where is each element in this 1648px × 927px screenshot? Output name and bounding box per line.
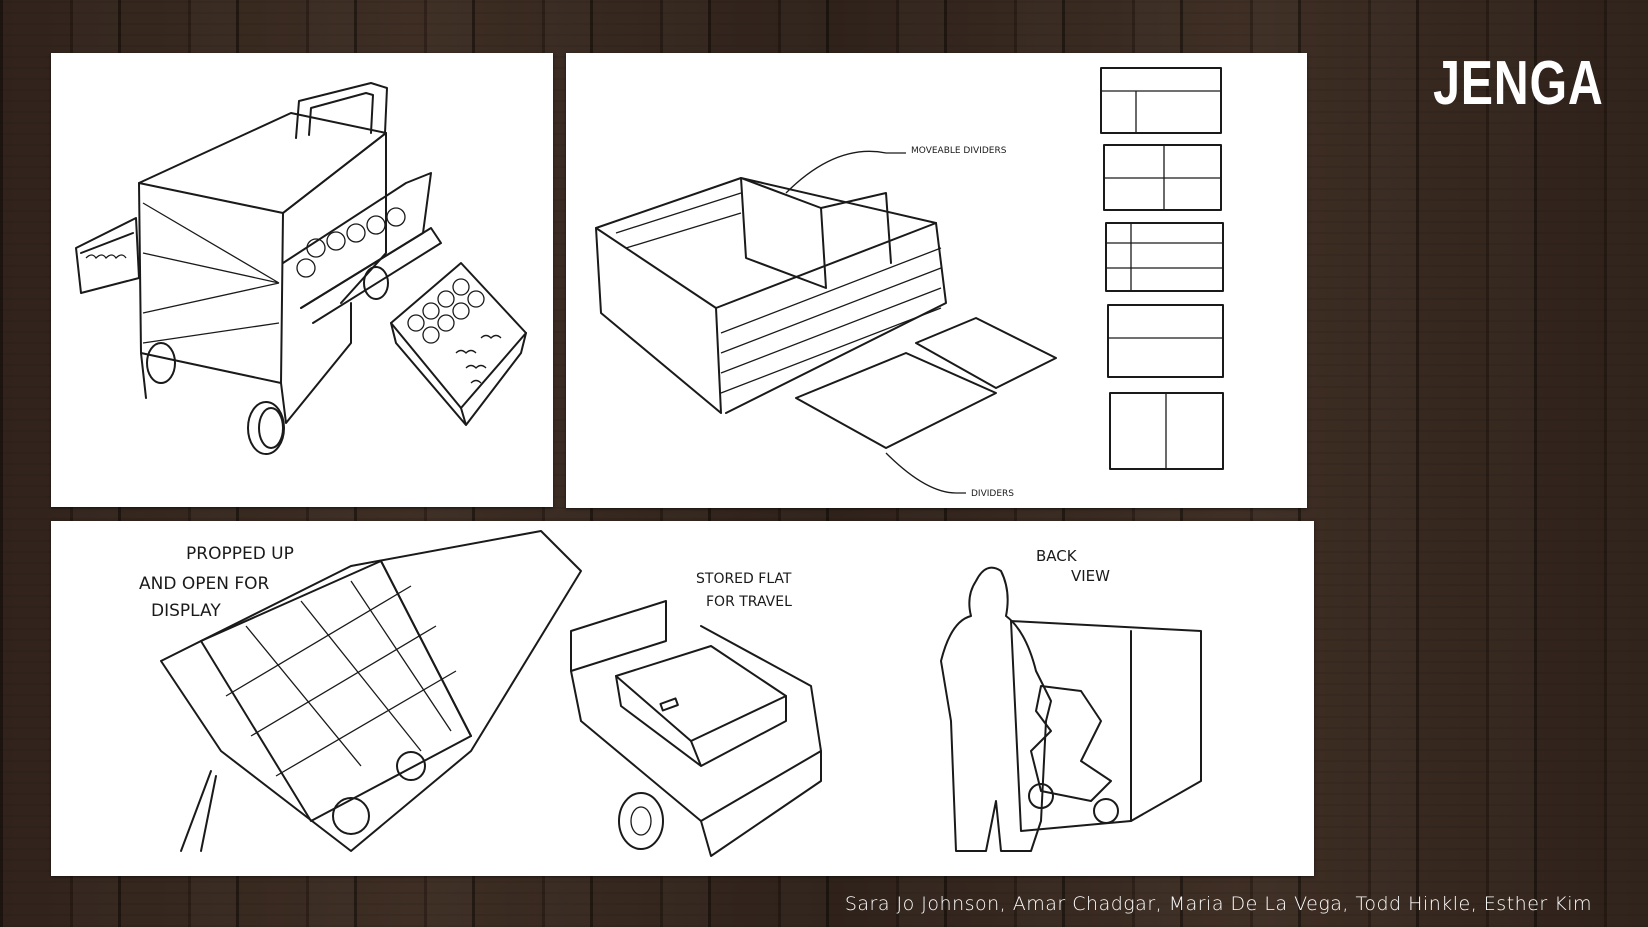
scenarios-sketch: PROPPED UP AND OPEN FOR DISPLAY STORED F… [139, 530, 1202, 857]
cart-sketch [75, 82, 527, 455]
back-label-line-1: BACK [1036, 547, 1078, 565]
sketch-dividers-panel: MOVEABLE DIVIDERS DIVIDERS [566, 53, 1307, 508]
credits-line: Sara Jo Johnson, Amar Chadgar, Maria De … [844, 893, 1592, 915]
sketch-scenarios-panel: PROPPED UP AND OPEN FOR DISPLAY STORED F… [51, 521, 1314, 876]
stored-label-line-1: STORED FLAT [696, 571, 792, 587]
propped-label-line-2: AND OPEN FOR [139, 574, 269, 594]
slide-title: JENGA [1433, 49, 1604, 118]
dividers-sketch: MOVEABLE DIVIDERS DIVIDERS [595, 67, 1224, 499]
dividers-label: DIVIDERS [971, 489, 1014, 499]
sketch-cart-panel [51, 53, 553, 507]
movable-dividers-label: MOVEABLE DIVIDERS [911, 146, 1007, 156]
propped-label-line-1: PROPPED UP [186, 544, 294, 564]
back-label-line-2: VIEW [1071, 567, 1110, 585]
stored-label-line-2: FOR TRAVEL [706, 594, 792, 610]
propped-label-line-3: DISPLAY [151, 601, 221, 621]
